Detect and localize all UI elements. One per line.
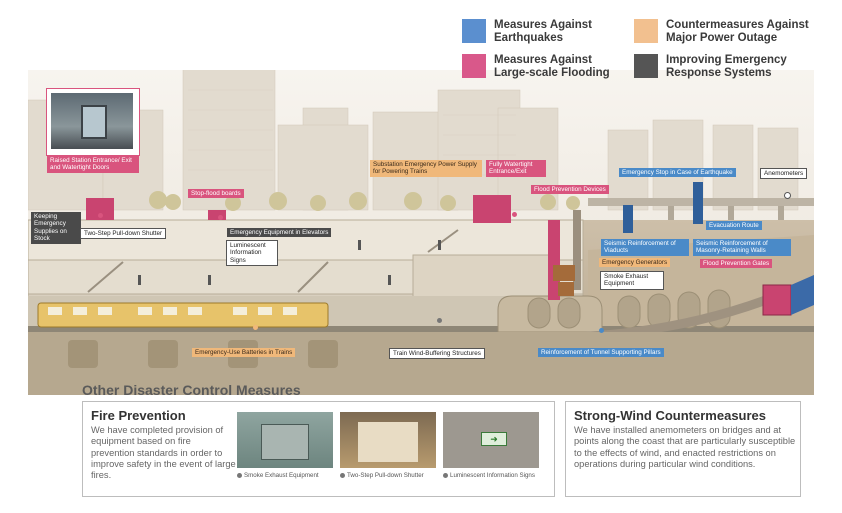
label-emergency-elevators: Emergency Equipment in Elevators <box>227 228 332 238</box>
label-seismic-viaducts: Seismic Reinforcement of Viaducts <box>601 239 689 256</box>
label-emergency-generators: Emergency Generators <box>599 258 671 268</box>
shutter-photo <box>340 412 436 468</box>
caption-shutter: Two-Step Pull-down Shutter <box>340 472 424 479</box>
legend-label: Measures Against Earthquakes <box>494 19 592 44</box>
caption-luminescent-signs: Luminescent Information Signs <box>443 472 535 479</box>
tunnel-arches <box>497 289 731 333</box>
label-raised-entrance: Raised Station Entrance/ Exit and Watert… <box>47 156 139 173</box>
label-emergency-batteries: Emergency-Use Batteries in Trains <box>192 348 296 358</box>
legend-label: Improving Emergency Response Systems <box>666 54 787 79</box>
legend-item-power-outage: Countermeasures Against Major Power Outa… <box>634 19 826 45</box>
legend-item-flooding: Measures Against Large-scale Flooding <box>462 54 624 80</box>
luminescent-sign-photo: ➜ <box>443 412 539 468</box>
leader-dot <box>512 212 517 217</box>
legend-item-earthquakes: Measures Against Earthquakes <box>462 19 624 45</box>
other-measures-title: Other Disaster Control Measures <box>82 382 301 398</box>
label-flood-prevention-gates: Flood Prevention Gates <box>700 259 773 269</box>
legend-label: Countermeasures Against Major Power Outa… <box>666 19 809 44</box>
fire-prevention-box: Fire Prevention We have completed provis… <box>82 401 555 497</box>
leader-dot <box>253 325 258 330</box>
caption-smoke-exhaust: Smoke Exhaust Equipment <box>237 472 319 479</box>
label-keeping-supplies: Keeping Emergency Supplies on Stock <box>31 212 81 244</box>
label-evacuation-route: Evacuation Route <box>706 221 762 231</box>
label-stop-flood-boards: Stop-flood boards <box>188 189 244 199</box>
strong-wind-title: Strong-Wind Countermeasures <box>574 408 767 423</box>
leader-dot <box>784 192 791 199</box>
label-emergency-stop-earthquake: Emergency Stop in Case of Earthquake <box>619 168 736 178</box>
label-smoke-exhaust: Smoke Exhaust Equipment <box>600 271 664 290</box>
smoke-exhaust-photo <box>237 412 333 468</box>
legend-swatch <box>462 54 486 78</box>
leader-dot <box>218 215 223 220</box>
strong-wind-text: We have installed anemometers on bridges… <box>574 425 796 469</box>
label-seismic-walls: Seismic Reinforcement of Masonry-Retaini… <box>693 239 791 256</box>
legend: Measures Against Earthquakes Countermeas… <box>462 19 822 81</box>
label-luminescent-signs: Luminescent Information Signs <box>226 240 278 267</box>
label-two-step-shutter: Two-Step Pull-down Shutter <box>80 228 167 240</box>
fire-prevention-text: We have completed provision of equipment… <box>91 425 236 481</box>
fire-prevention-title: Fire Prevention <box>91 408 186 423</box>
label-watertight-entrance: Fully Watertight Entrance/Exit <box>486 160 546 177</box>
raised-entrance-photo <box>51 93 133 149</box>
leader-dot <box>98 213 103 218</box>
label-anemometers: Anemometers <box>760 168 808 180</box>
legend-item-emergency-response: Improving Emergency Response Systems <box>634 54 826 80</box>
label-substation-power: Substation Emergency Power Supply for Po… <box>370 160 482 177</box>
label-wind-buffering: Train Wind-Buffering Structures <box>389 348 485 360</box>
leader-dot <box>437 318 442 323</box>
leader-dot <box>599 328 604 333</box>
label-tunnel-pillars: Reinforcement of Tunnel Supporting Pilla… <box>538 348 664 358</box>
legend-swatch <box>462 19 486 43</box>
strong-wind-box: Strong-Wind Countermeasures We have inst… <box>565 401 801 497</box>
legend-swatch <box>634 54 658 78</box>
trees <box>149 191 580 211</box>
legend-label: Measures Against Large-scale Flooding <box>494 54 610 79</box>
label-flood-prevention-devices: Flood Prevention Devices <box>531 185 609 195</box>
legend-swatch <box>634 19 658 43</box>
city-buildings <box>28 70 799 211</box>
raised-entrance-photo-frame <box>46 88 140 156</box>
